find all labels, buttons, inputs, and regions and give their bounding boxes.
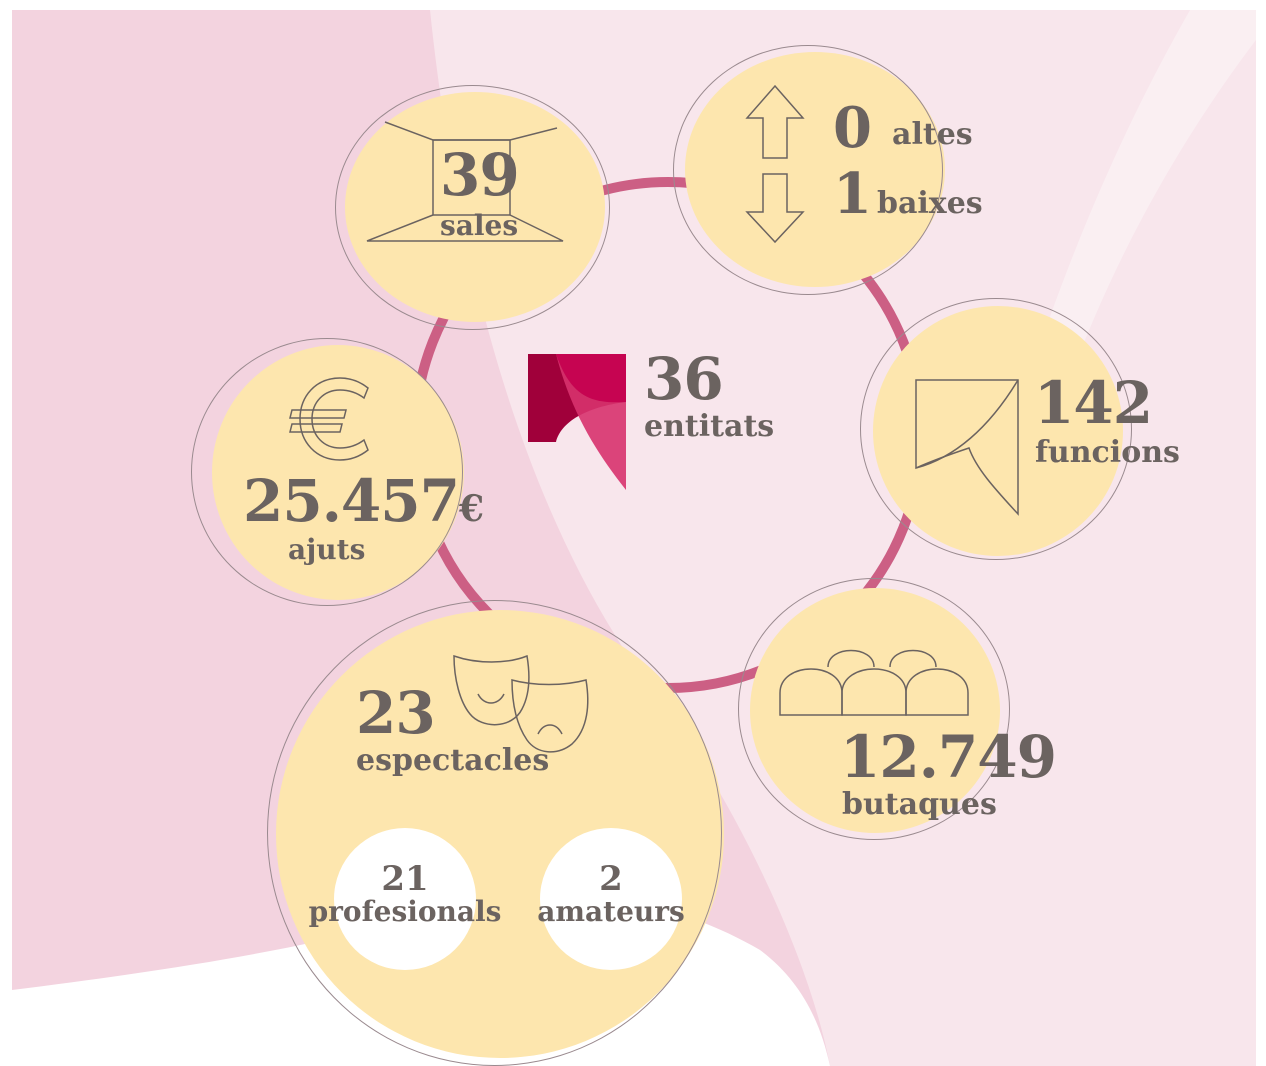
stage-room-icon [366, 121, 564, 242]
profesionals-label: profesionals [308, 895, 502, 928]
euro-icon [289, 377, 369, 461]
altes-baixes-outline [673, 45, 943, 295]
butaques-value: 12.749 [840, 723, 1057, 791]
logo-icon [528, 354, 626, 490]
seats-icon [779, 649, 969, 716]
amateurs-value: 2 [599, 859, 623, 899]
ajuts-label: ajuts [288, 533, 366, 566]
center-value: 36 [644, 345, 724, 413]
butaques-label: butaques [842, 787, 997, 822]
profesionals-value: 21 [381, 859, 429, 899]
funcions-value: 142 [1034, 369, 1153, 437]
ajuts-unit: € [458, 488, 484, 530]
funcions-label: funcions [1035, 435, 1180, 470]
altes-label: altes [892, 117, 973, 152]
baixes-label: baixes [877, 186, 983, 221]
amateurs-label: amateurs [537, 895, 685, 928]
ajuts-value: 25.457€ [243, 472, 484, 530]
baixes-value: 1 [833, 161, 872, 227]
amateurs-circle [540, 828, 682, 970]
theater-masks-icon [453, 654, 589, 753]
up-down-arrows-icon [745, 84, 805, 244]
ajuts-outline [191, 338, 463, 606]
espectacles-value: 23 [356, 679, 436, 747]
espectacles-label: espectacles [356, 743, 550, 778]
curtain-icon [915, 379, 1019, 516]
center-label: entitats [644, 409, 775, 444]
butaques-outline [738, 578, 1010, 840]
altes-value: 0 [833, 95, 872, 161]
funcions-outline [860, 298, 1132, 560]
profesionals-circle [334, 828, 476, 970]
sales-label: sales [440, 209, 519, 242]
sales-value: 39 [440, 141, 520, 209]
sales-outline [335, 85, 610, 330]
ajuts-amount: 25.457 [243, 467, 460, 535]
